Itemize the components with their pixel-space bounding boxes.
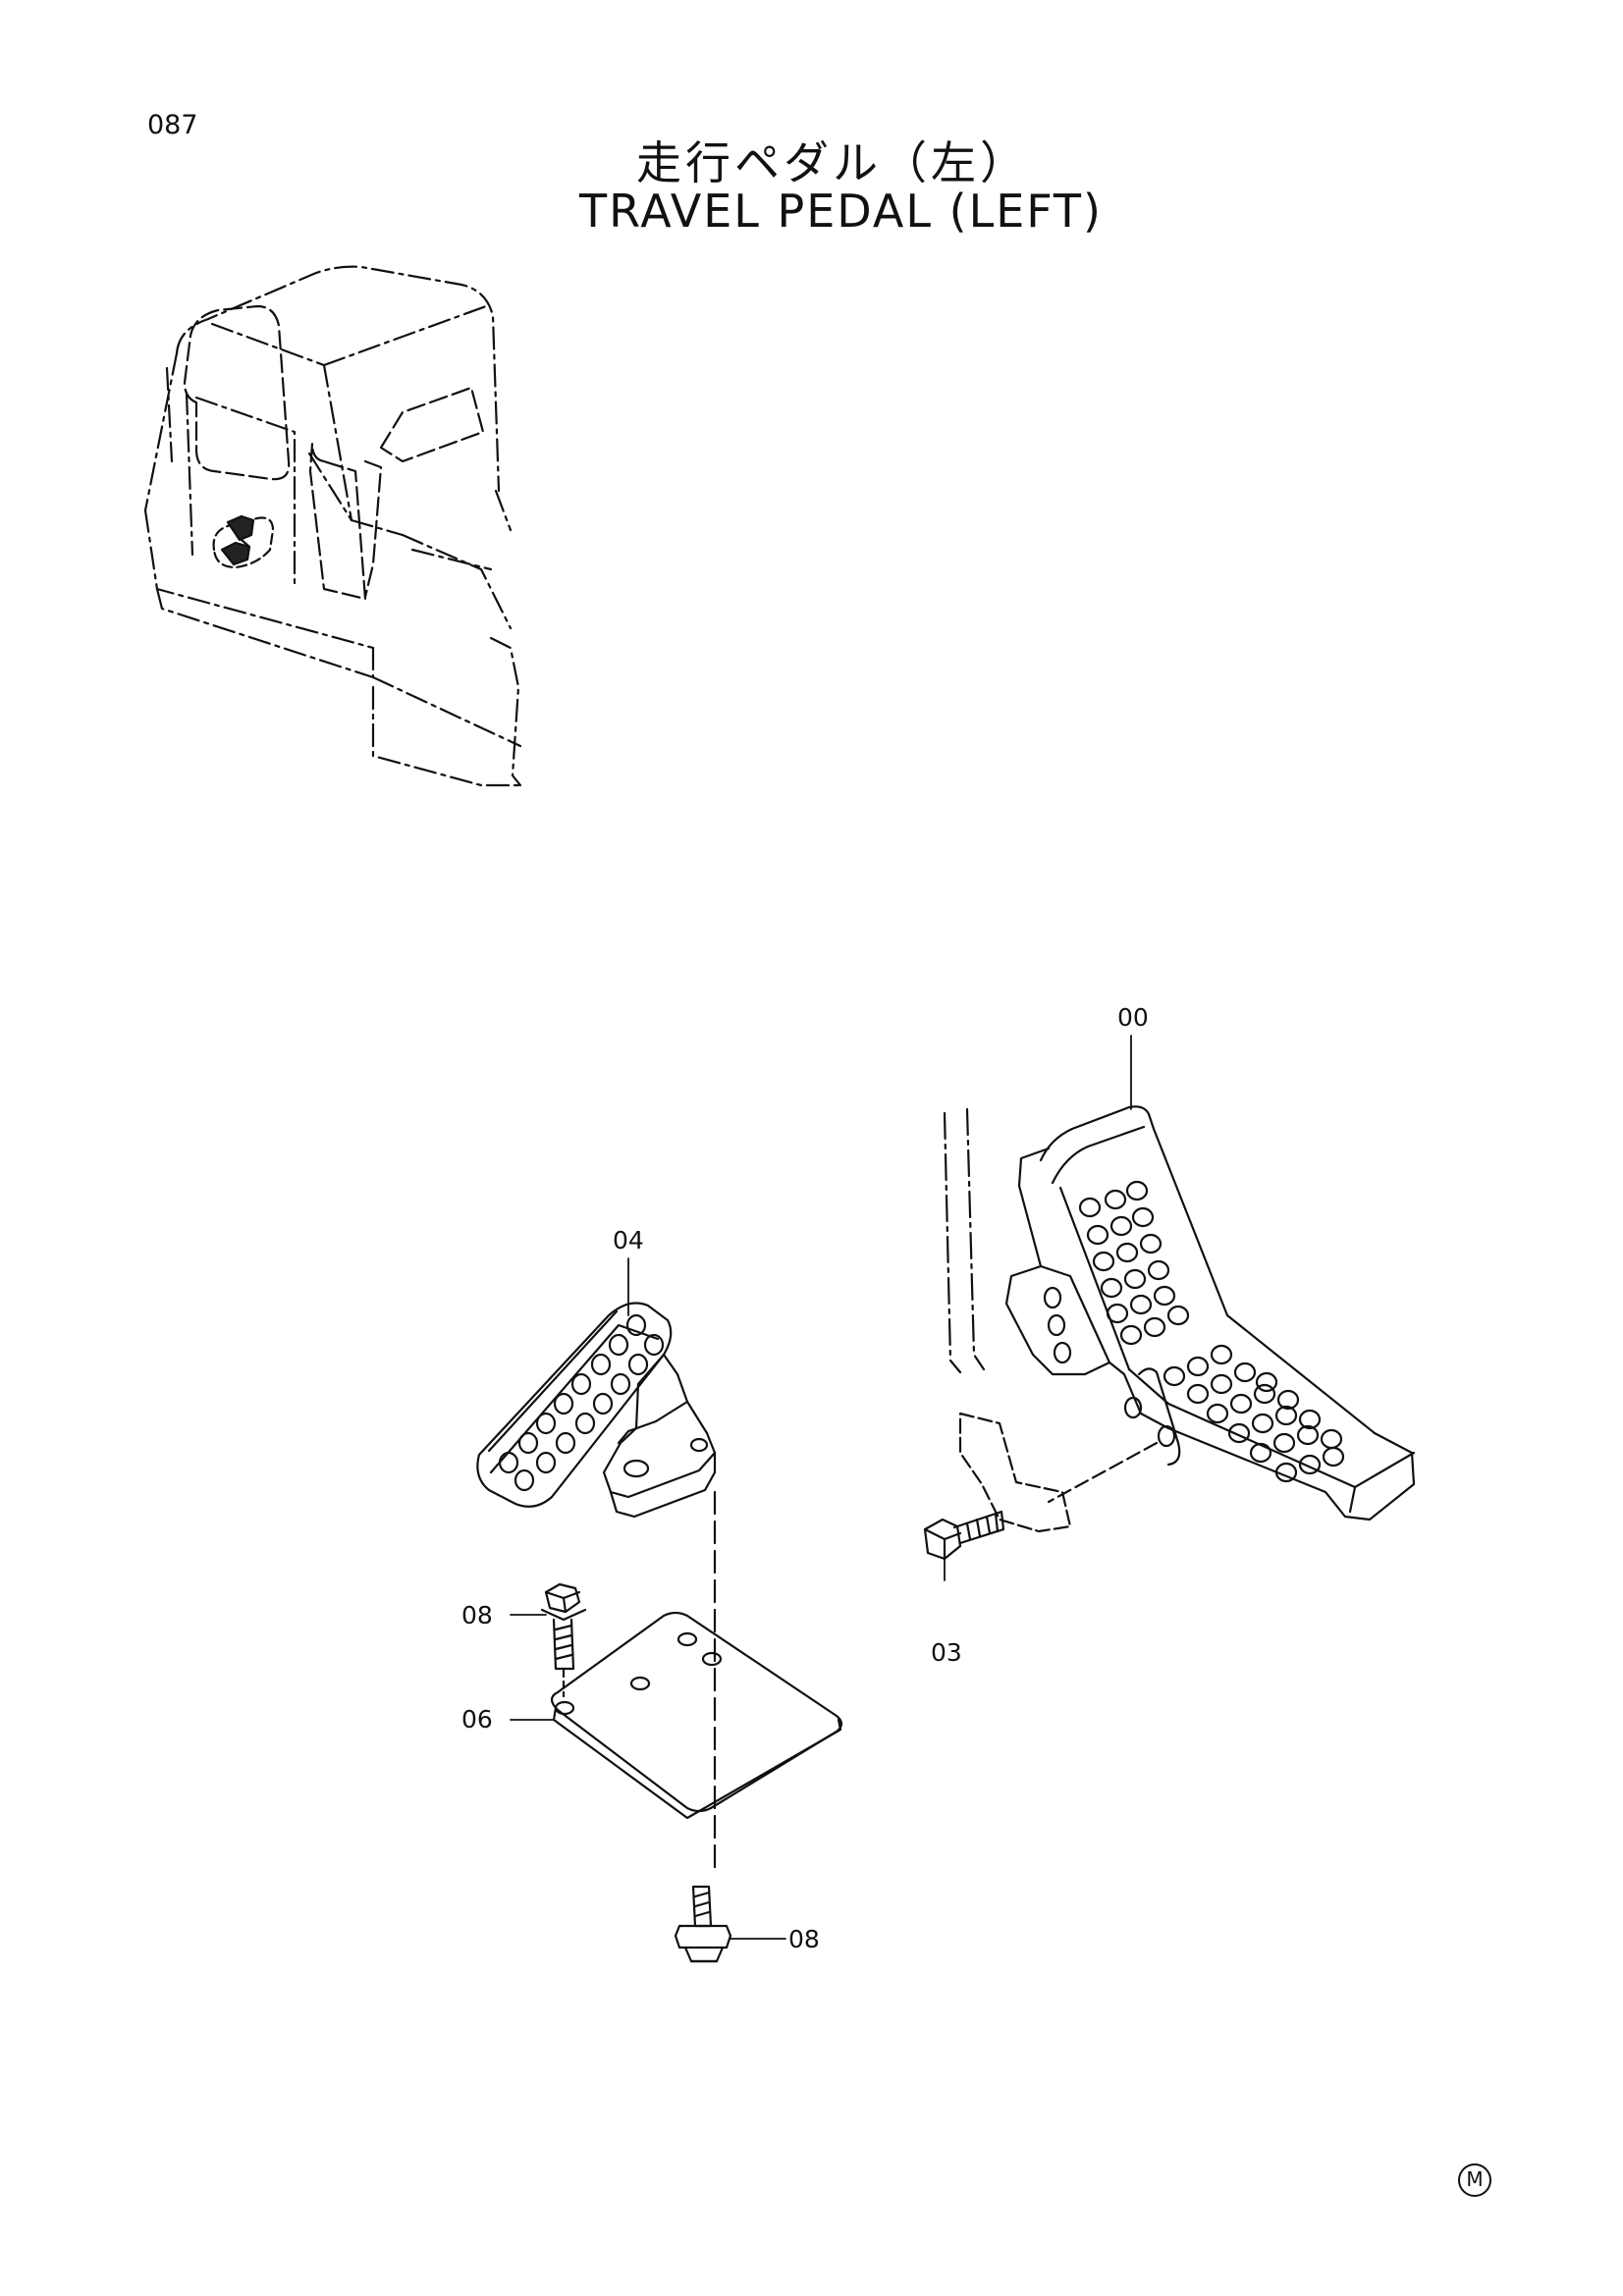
title-japanese: 走行ペダル（左） bbox=[636, 136, 1029, 189]
callout-leader-lines bbox=[510, 1035, 1132, 1940]
callout-00: 00 bbox=[1117, 1003, 1149, 1032]
bolt-08-lower bbox=[674, 1885, 732, 1963]
title-english: TRAVEL PEDAL (LEFT) bbox=[579, 185, 1103, 238]
cab-window-frames bbox=[183, 304, 485, 601]
cab-pedal-location-marker bbox=[212, 514, 275, 569]
manufacturer-mark: M bbox=[1458, 2163, 1491, 2197]
pedal-assembly-00 bbox=[943, 1105, 1416, 1533]
page-number: 087 bbox=[147, 110, 198, 140]
callout-03: 03 bbox=[931, 1638, 962, 1667]
bolt-03 bbox=[923, 1510, 1005, 1561]
plate-06 bbox=[550, 1611, 843, 1820]
callout-08-lower: 08 bbox=[788, 1925, 820, 1953]
callout-04: 04 bbox=[613, 1226, 644, 1255]
callout-08-upper: 08 bbox=[461, 1601, 493, 1629]
bolt-08-upper bbox=[540, 1582, 587, 1698]
callout-06: 06 bbox=[461, 1705, 493, 1734]
pedal-04 bbox=[476, 1302, 717, 1519]
cab-locator-illustration bbox=[143, 265, 522, 787]
